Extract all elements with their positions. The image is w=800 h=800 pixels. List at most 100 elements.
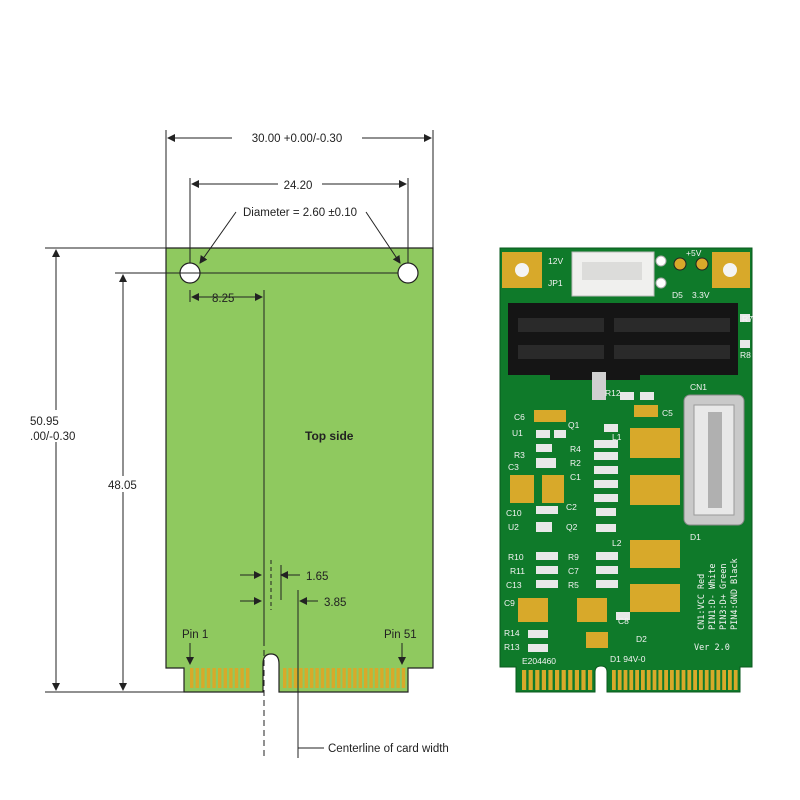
- centerline-label: Centerline of card width: [328, 743, 449, 755]
- silk-u1: U1: [512, 428, 523, 438]
- pcb-contact-finger: [710, 670, 715, 690]
- silk-cn1: CN1: [690, 382, 707, 392]
- contact-finger: [212, 668, 216, 688]
- silk-c3: C3: [508, 462, 519, 472]
- contact-finger: [310, 668, 314, 688]
- pcb-contact-finger: [612, 670, 616, 690]
- silk-c2: C2: [566, 502, 577, 512]
- pcb-contact-finger: [528, 670, 533, 690]
- smd-part: [536, 458, 556, 468]
- silk-r12: R12: [605, 388, 621, 398]
- contact-finger: [223, 668, 227, 688]
- pcb-contact-finger: [687, 670, 692, 690]
- contact-finger: [396, 668, 400, 688]
- silk-r3: R3: [514, 450, 525, 460]
- contact-finger: [364, 668, 368, 688]
- contact-finger: [229, 668, 233, 688]
- silk-pin-note-1: CN1:VCC Red: [697, 574, 707, 630]
- pcb-contact-finger: [704, 670, 709, 690]
- edge-connector-right: [283, 668, 406, 688]
- height-total-tolerance: .00/-0.30: [30, 431, 75, 443]
- silk-c6: C6: [514, 412, 525, 422]
- contact-finger: [337, 668, 341, 688]
- contact-finger: [234, 668, 239, 688]
- contact-finger: [401, 668, 406, 688]
- smd-part: [528, 644, 548, 652]
- pcb-contact-finger: [629, 670, 634, 690]
- silk-pin-note-3: PIN3:D+ Green: [719, 563, 729, 630]
- contact-finger: [195, 668, 199, 688]
- pin1-label: Pin 1: [182, 629, 208, 641]
- silk-r11: R11: [510, 566, 525, 576]
- contact-finger: [347, 668, 352, 688]
- pcb-contact-finger: [670, 670, 674, 690]
- silk-r2: R2: [570, 458, 581, 468]
- silk-r8: R8: [740, 350, 751, 360]
- hole-offset-label: 8.25: [212, 293, 234, 305]
- pcb-contact-finger: [716, 670, 721, 690]
- silk-d1: D1: [690, 532, 701, 542]
- silk-code: E204460: [522, 656, 556, 666]
- height-inner-label: 48.05: [108, 480, 137, 492]
- pcb-contact-finger: [699, 670, 703, 690]
- silk-c8: C8: [618, 616, 629, 626]
- silk-r14: R14: [504, 628, 520, 638]
- smd-part: [594, 466, 618, 474]
- contact-finger: [331, 668, 335, 688]
- smd-part: [640, 392, 654, 400]
- pcb-contact-finger: [588, 670, 593, 690]
- contact-finger: [218, 668, 222, 688]
- contact-finger: [374, 668, 379, 688]
- smd-part: [536, 506, 558, 514]
- silk-pin-note-4: PIN4:GND Black: [730, 558, 740, 630]
- contact-finger: [304, 668, 308, 688]
- contact-finger: [320, 668, 325, 688]
- contact-finger: [369, 668, 373, 688]
- silk-d2: D2: [636, 634, 647, 644]
- smd-part: [596, 552, 618, 560]
- silk-pin-note-2: PIN1:D- White: [708, 563, 718, 630]
- pcb-contact-finger: [635, 670, 639, 690]
- contact-finger: [299, 668, 303, 688]
- pcb-contact-finger: [664, 670, 668, 690]
- silk-c9: C9: [504, 598, 515, 608]
- silk-94v: D1 94V-0: [610, 654, 646, 664]
- card-drawing: 30.00 +0.00/-0.30 24.20 Diameter = 2.60 …: [28, 130, 449, 760]
- silk-c7: C7: [568, 566, 579, 576]
- smd-part: [594, 452, 618, 460]
- silk-r4: R4: [570, 444, 581, 454]
- contact-finger: [240, 668, 244, 688]
- silk-q2: Q2: [566, 522, 578, 532]
- pcb-contact-finger: [548, 670, 553, 690]
- silk-3v3: 3.3V: [692, 290, 710, 300]
- contact-finger: [283, 668, 287, 688]
- pcb-contact-finger: [646, 670, 651, 690]
- silk-l1: L1: [612, 432, 622, 442]
- silk-jp1: JP1: [548, 278, 563, 288]
- height-total-label: 50.95: [30, 416, 59, 428]
- edge-connector-left: [190, 668, 250, 688]
- pcb-contact-finger: [541, 670, 546, 690]
- pcb-contact-finger: [728, 670, 732, 690]
- contact-finger: [385, 668, 389, 688]
- pcb-contact-finger: [617, 670, 622, 690]
- silk-r10: R10: [508, 552, 524, 562]
- silk-12v: 12V: [548, 256, 563, 266]
- smd-part: [596, 508, 616, 516]
- smd-part: [536, 522, 552, 532]
- smd-part: [594, 480, 618, 488]
- contact-finger: [190, 668, 194, 688]
- mount-hole-right: [397, 262, 419, 284]
- contact-finger: [342, 668, 346, 688]
- silk-q1: Q1: [568, 420, 580, 430]
- smd-part: [616, 612, 630, 620]
- silk-d5: D5: [672, 290, 683, 300]
- pin51-label: Pin 51: [384, 629, 417, 641]
- pcb-contact-finger: [555, 670, 560, 690]
- silk-r13: R13: [504, 642, 520, 652]
- pcb-contact-finger: [681, 670, 686, 690]
- pcb-contact-finger: [574, 670, 579, 690]
- contact-finger: [206, 668, 211, 688]
- width-dimension-label: 30.00 +0.00/-0.30: [252, 133, 342, 145]
- hole-diameter-label: Diameter = 2.60 ±0.10: [243, 207, 357, 219]
